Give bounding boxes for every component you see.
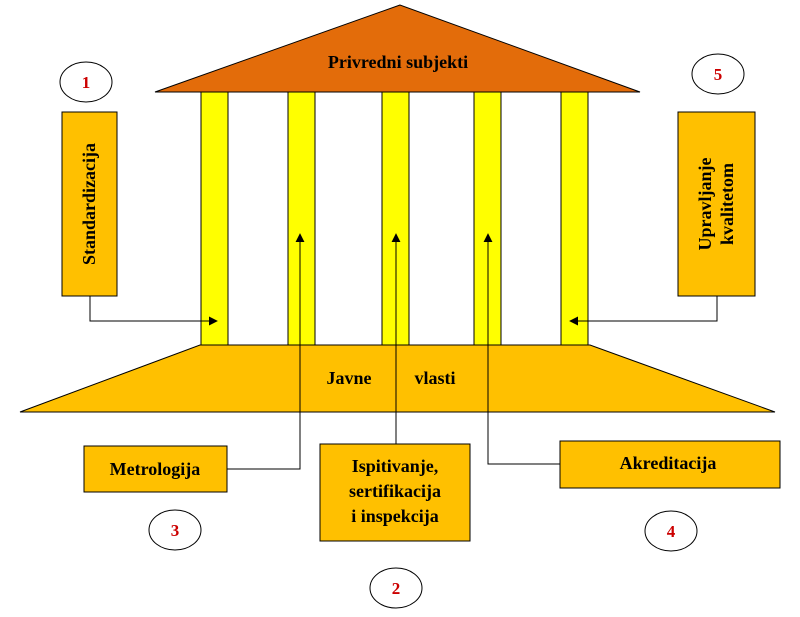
connector-upravljanje: [569, 296, 718, 326]
number-2: 2: [392, 579, 401, 598]
number-1: 1: [82, 73, 91, 92]
metrologija-box: [83, 445, 228, 493]
upravljanje-label-line1: Upravljanje: [695, 158, 715, 251]
base-label-left: Javne: [327, 368, 372, 388]
number-4: 4: [667, 522, 676, 541]
upravljanje-label-line2: kvalitetom: [717, 163, 737, 245]
roof-label: Privredni subjekti: [328, 52, 468, 72]
base-label-right: vlasti: [414, 368, 455, 388]
columns: [200, 91, 589, 346]
column-5: [560, 91, 589, 346]
column-2: [287, 91, 316, 346]
ispitivanje-box: [319, 443, 471, 542]
connector-akreditacija: [483, 233, 560, 465]
number-5: 5: [714, 65, 723, 84]
number-4-circle: [644, 510, 698, 552]
base-trapezoid: [19, 344, 776, 413]
connector-metrologija: [227, 233, 305, 470]
number-2-circle: [369, 567, 423, 609]
standardizacija-label: Standardizacija: [79, 143, 99, 265]
column-1: [200, 91, 229, 346]
ispitivanje-label-line1: Ispitivanje,: [352, 456, 439, 476]
akreditacija-box: [559, 440, 781, 489]
connector-standardizacija: [89, 296, 218, 326]
akreditacija-label: Akreditacija: [620, 453, 717, 473]
number-5-circle: [691, 53, 745, 95]
roof-triangle: [154, 4, 641, 93]
number-3-circle: [148, 509, 202, 551]
standardizacija-box: [61, 111, 118, 297]
ispitivanje-label-line3: i inspekcija: [351, 506, 439, 526]
metrologija-label: Metrologija: [110, 459, 201, 479]
number-3: 3: [171, 521, 180, 540]
number-1-circle: [59, 61, 113, 103]
upravljanje-box: [677, 111, 756, 297]
ispitivanje-label-line2: sertifikacija: [349, 481, 441, 501]
